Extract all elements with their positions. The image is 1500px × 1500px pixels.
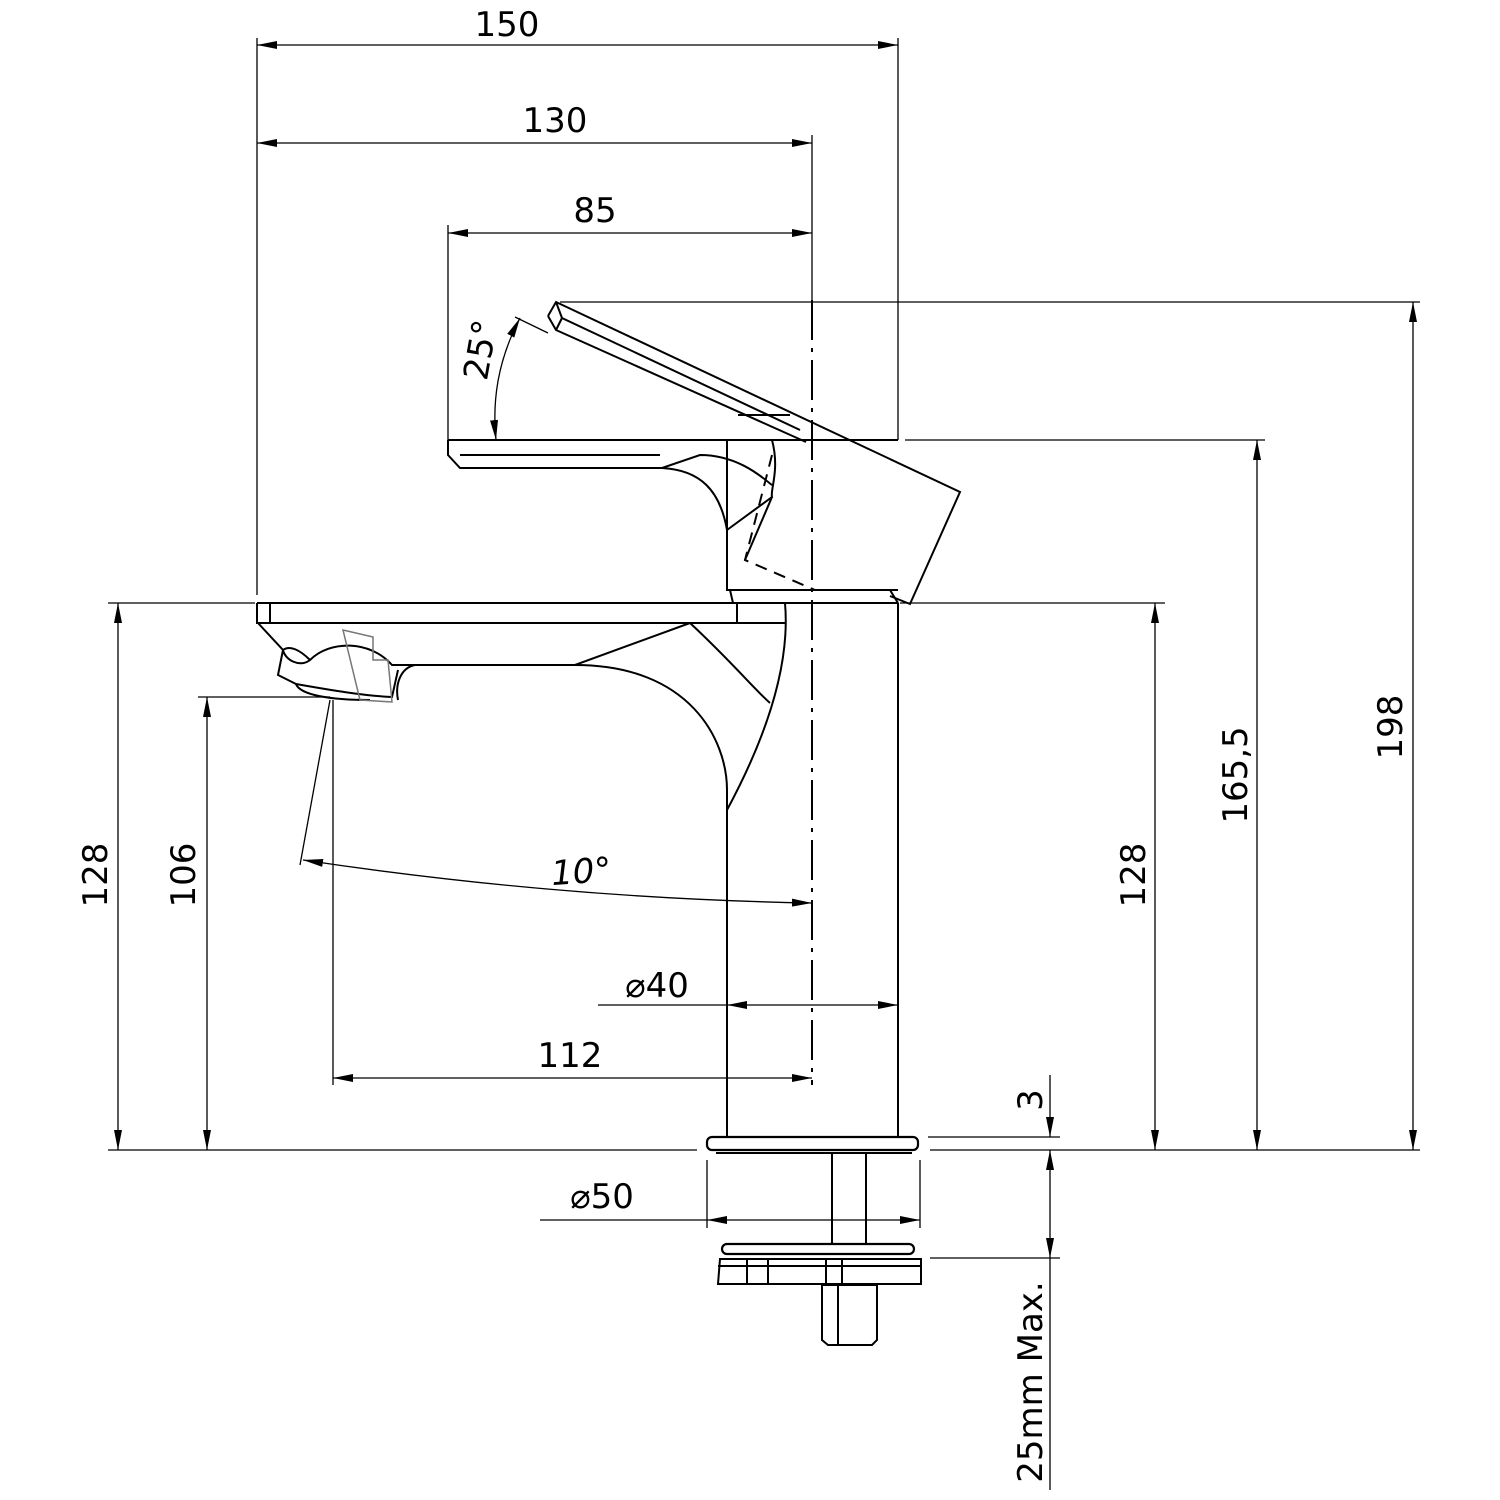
extension-lines [108, 38, 1420, 1259]
nut [821, 1284, 878, 1346]
dim-spout-outlet-height: 106 [164, 843, 204, 908]
dim-lever-angle: 25° [456, 317, 506, 383]
lever [547, 300, 962, 606]
handle-body [447, 439, 898, 591]
dim-total-height: 198 [1371, 695, 1411, 760]
dim-base-thickness: 3 [1011, 1089, 1051, 1111]
dim-body-diameter: ⌀40 [625, 966, 689, 1006]
dim-handle-reach: 85 [573, 191, 616, 231]
dim-body-height-right: 128 [1114, 843, 1154, 908]
dimension-lines [114, 41, 1417, 1490]
faucet-body [256, 300, 962, 1346]
shank [831, 1152, 867, 1251]
dim-spout-projection: 112 [538, 1036, 603, 1076]
dim-overall-width: 150 [475, 5, 540, 45]
dim-handle-height: 165,5 [1216, 726, 1256, 823]
base-plate [705, 1135, 920, 1152]
dim-body-height-left: 128 [76, 843, 116, 908]
dim-max-counter-thickness: 25mm Max. [1011, 1281, 1051, 1482]
dim-base-diameter: ⌀50 [570, 1177, 634, 1217]
mounting-plate [716, 1258, 922, 1285]
washer [720, 1242, 916, 1256]
dimension-labels: 150 130 85 25° 198 165,5 128 128 106 10°… [76, 5, 1411, 1483]
dim-lever-reach: 130 [523, 101, 588, 141]
dim-spout-angle: 10° [550, 850, 613, 894]
spout [256, 589, 899, 624]
